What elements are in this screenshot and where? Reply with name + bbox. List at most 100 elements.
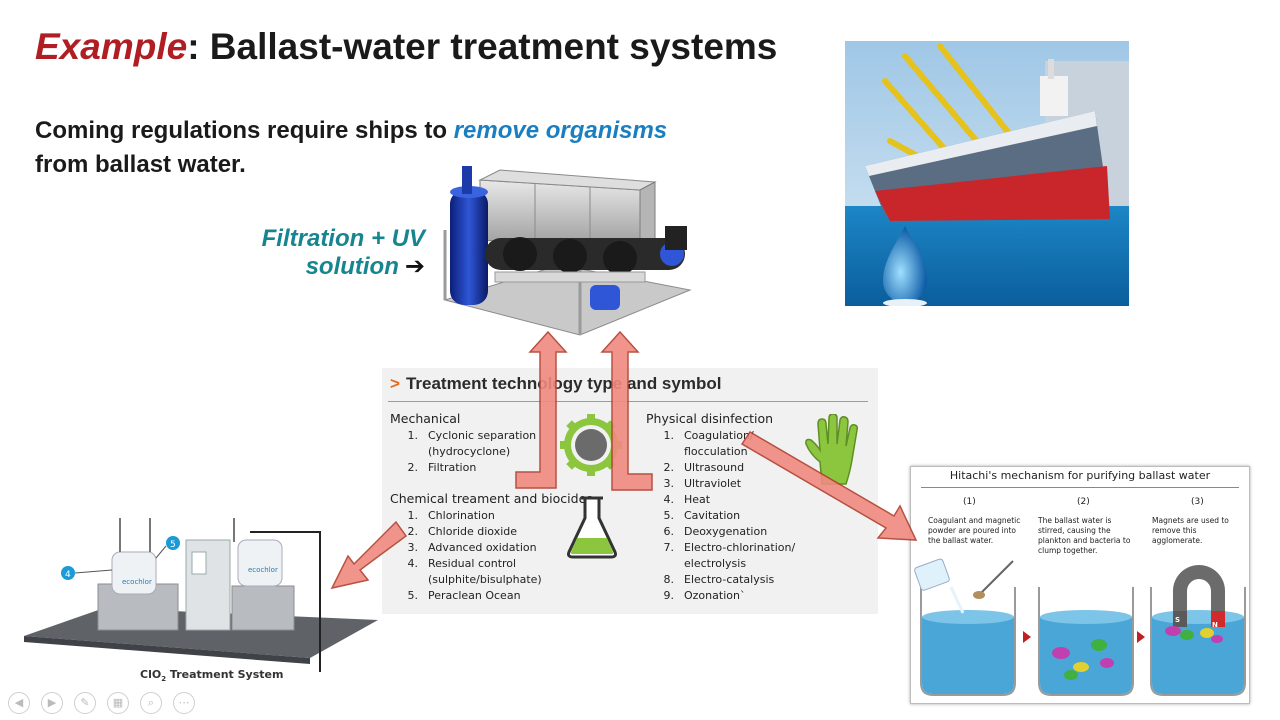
subtitle-highlight: remove organisms [453,117,668,144]
slides-icon[interactable]: ▦ [107,692,129,714]
mechanical-item-text: (hydrocyclone) [428,445,511,458]
magnet-icon [1173,565,1225,625]
physical-item: 5. Cavitation [646,508,876,524]
flask-icon [567,496,617,559]
panel-divider [388,401,868,402]
physical-item-number: 9. [663,589,675,602]
step-arrow-icon [1023,631,1031,643]
physical-heading: Physical disinfection [646,411,774,426]
ship-photo [845,41,1129,306]
chemical-item-number: 5. [407,589,419,602]
pen-icon[interactable]: ✎ [74,692,96,714]
title-emphasis: Example [35,26,188,67]
physical-item-number: 4. [663,493,675,506]
chemical-item-number: 2. [407,525,419,538]
physical-item: flocculation [646,444,876,460]
step-1-number: (1) [963,497,976,507]
chemical-list: Chemical treament and biocides 1.Chlorin… [390,491,630,604]
chemical-item: 4. Residual control [390,556,630,572]
chemical-item-number [390,572,428,588]
chemical-item-number: 3. [407,541,419,554]
filtration-label: Filtration + UV solution➔ [220,225,425,281]
clo2-caption: ClO2 Treatment System [140,668,283,683]
physical-item-number: 3. [663,477,675,490]
hitachi-divider [921,487,1239,488]
mechanical-item-number [390,444,428,460]
mechanical-item-number: 1. [407,429,419,442]
physical-list: Physical disinfection 1.Coagulation/floc… [646,411,876,604]
chemical-heading: Chemical treament and biocides [390,491,593,506]
beaker-3 [1150,565,1246,696]
clo2-treatment-system-image: ecochlor ecochlor 4 5 [24,518,378,672]
clo2-rest: Treatment System [166,668,284,681]
gear-icon [560,414,622,476]
zoom-icon[interactable]: ⌕ [140,692,162,714]
chevron-right-icon: > [390,374,400,393]
physical-item: 6. Deoxygenation [646,524,876,540]
slide-subtitle: Coming regulations require ships to remo… [35,114,667,182]
chemical-item-text: Peraclean Ocean [428,589,521,602]
physical-item: 1.Coagulation/ [646,428,876,444]
physical-item-text: Ultrasound [684,461,745,474]
physical-item-number [646,556,684,572]
hitachi-title: Hitachi's mechanism for purifying ballas… [949,469,1211,482]
physical-item-text: Ozonation` [684,589,746,602]
physical-item: 8.Electro-catalysis [646,572,876,588]
beaker-1 [914,558,1016,696]
slide-title: Example: Ballast-water treatment systems [35,26,777,68]
physical-item-number [646,444,684,460]
filtration-line2: solution [305,253,399,280]
more-icon[interactable]: ⋯ [173,692,195,714]
physical-item-number: 5. [663,509,675,522]
physical-item-text: flocculation [684,445,748,458]
physical-item-text: Electro-catalysis [684,573,775,586]
mechanical-item-number: 2. [407,461,419,474]
magnet-n-label: N [1212,621,1218,629]
physical-item: 9. Ozonation` [646,588,876,604]
physical-items: 1.Coagulation/flocculation 2. Ultrasound 3.… [646,428,876,604]
physical-item-text: Heat [684,493,711,506]
hitachi-mechanism-figure: Hitachi's mechanism for purifying ballas… [910,466,1250,704]
beakers-illustration [914,558,1246,696]
prev-icon[interactable]: ◀ [8,692,30,714]
physical-item-text: Coagulation/ [684,429,754,442]
step-2-number: (2) [1077,497,1090,507]
physical-item: 7. Electro-chlorination/ [646,540,876,556]
mechanical-item: 1.Cyclonic separation [390,428,620,444]
beaker-2 [1038,587,1134,696]
physical-item-text: Cavitation [684,509,741,522]
chemical-item-text: Advanced oxidation [428,541,537,554]
physical-item-number: 2. [663,461,675,474]
mechanical-heading: Mechanical [390,411,461,426]
chemical-item-text: Residual control [428,557,517,570]
glove-icon [805,414,858,485]
physical-item-text: Ultraviolet [684,477,742,490]
physical-item: 4. Heat [646,492,876,508]
subtitle-text: Coming regulations require ships to [35,117,454,144]
step-3-number: (3) [1191,497,1204,507]
chemical-item-number: 1. [407,509,419,522]
magnet-s-label: S [1175,616,1181,624]
mechanical-item: (hydrocyclone) [390,444,620,460]
chemical-item-text: Chloride dioxide [428,525,518,538]
mechanical-item: 2.Filtration [390,460,620,476]
panel-header: >Treatment technology type and symbol [390,374,721,394]
physical-item-text: Deoxygenation [684,525,768,538]
physical-item: 2. Ultrasound [646,460,876,476]
physical-item-number: 7. [663,541,675,554]
step-arrow-icon-2 [1137,631,1145,643]
chemical-item: (sulphite/bisulphate) [390,572,630,588]
mechanical-items: 1.Cyclonic separation(hydrocyclone) 2.Fil… [390,428,620,476]
filtration-line1: Filtration + UV [261,225,425,252]
tank-brand-label-1: ecochlor [122,578,152,586]
clo2-sub: 2 [161,675,167,684]
physical-item-text: Electro-chlorination/ [684,541,796,554]
next-icon[interactable]: ▶ [41,692,63,714]
callout-5: 5 [170,540,176,550]
title-rest: : Ballast-water treatment systems [187,26,778,67]
physical-item-text: electrolysis [684,557,747,570]
right-arrow-icon: ➔ [404,253,425,280]
physical-item-number: 6. [663,525,675,538]
chemical-item-number: 4. [407,557,419,570]
